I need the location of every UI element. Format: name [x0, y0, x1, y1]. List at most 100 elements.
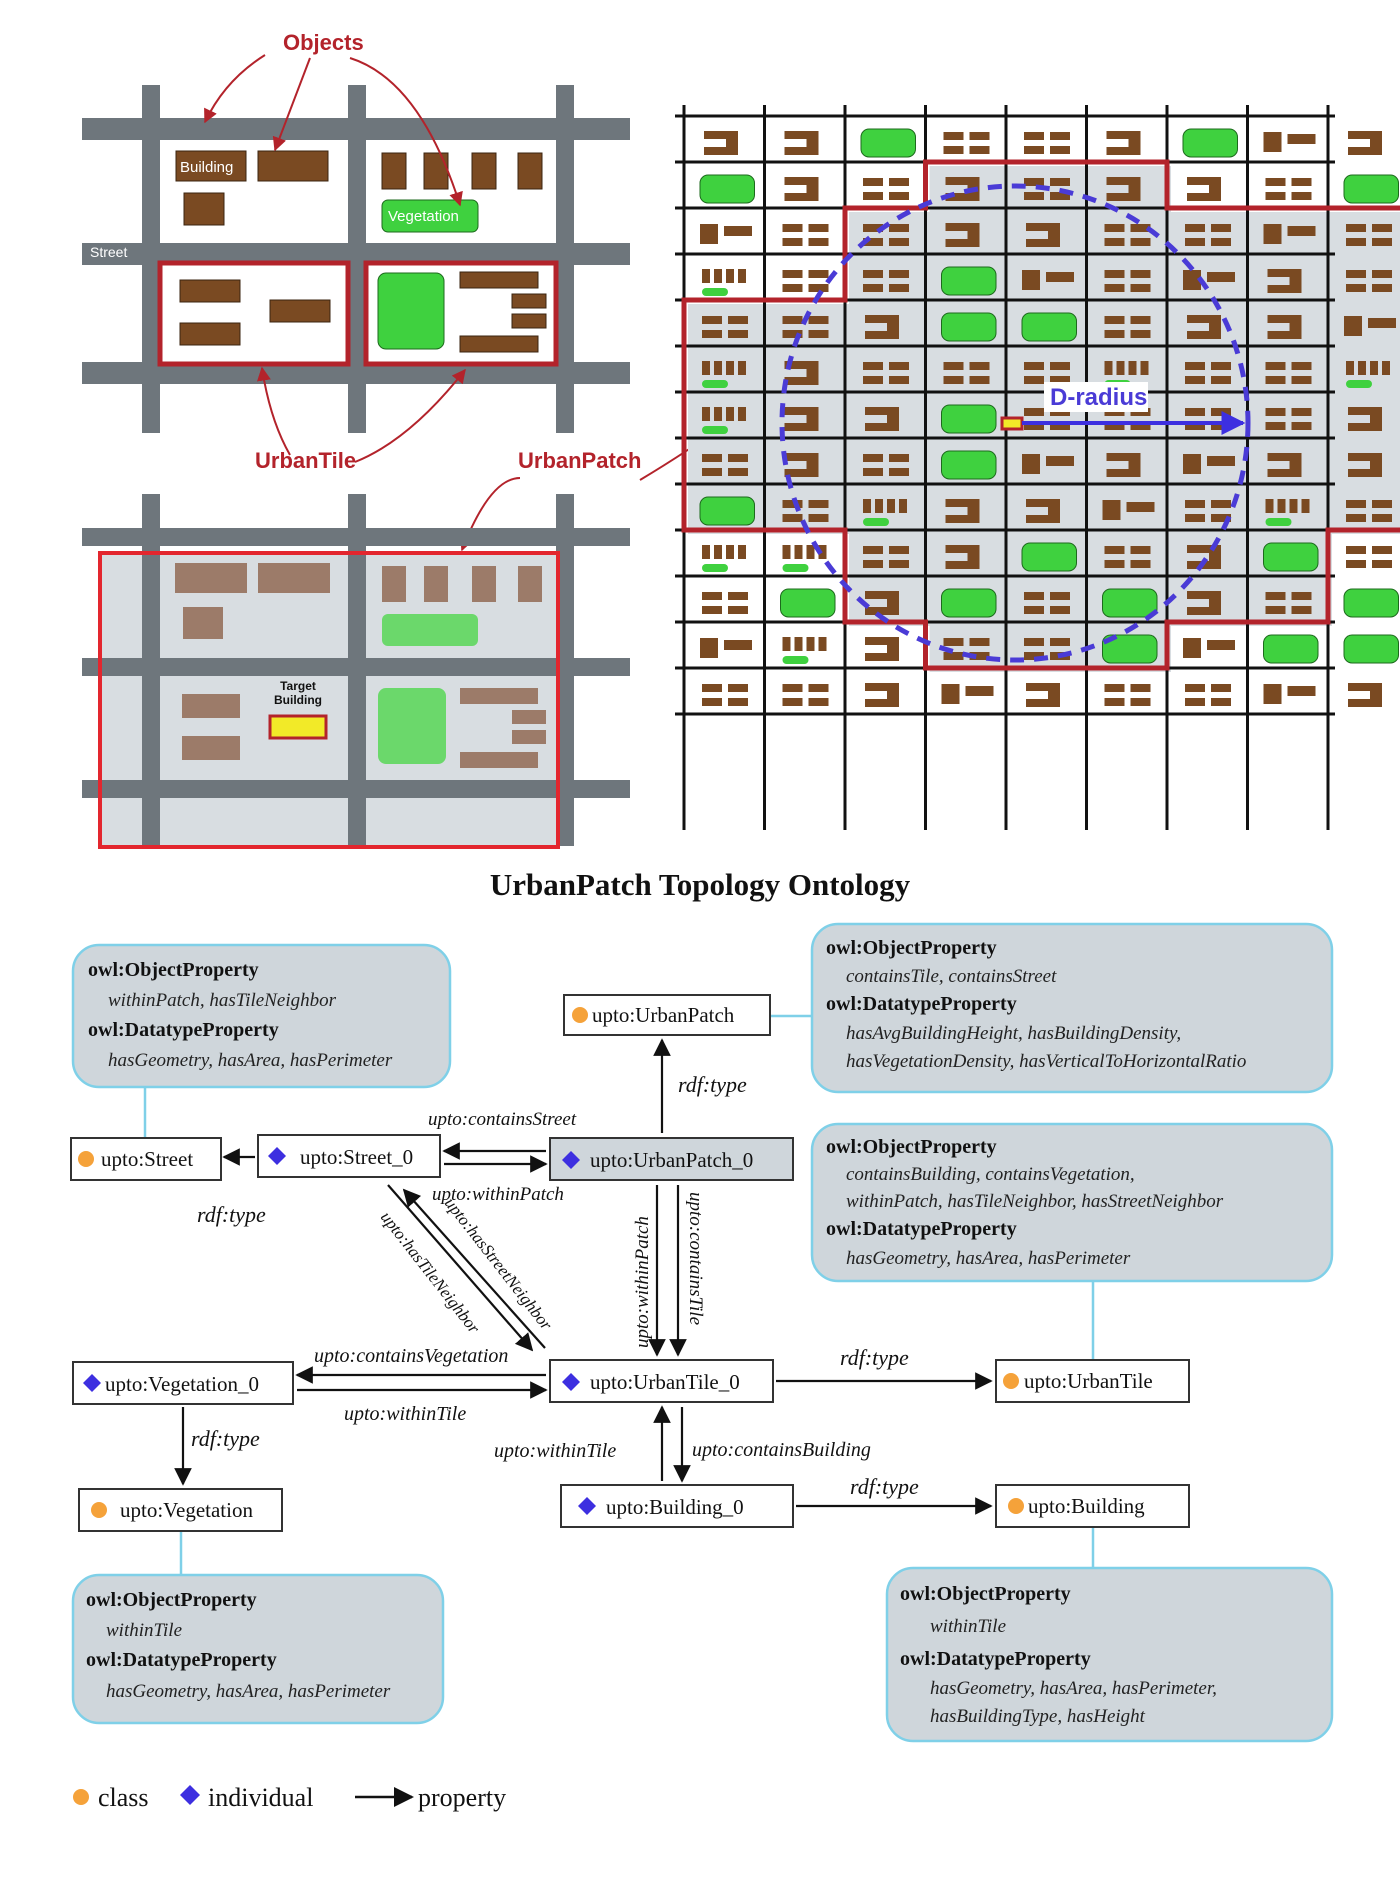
building-footprint: [782, 330, 803, 338]
vegetation-patch: [702, 564, 728, 572]
building-footprint: [1263, 132, 1282, 152]
vegetation-patch: [941, 588, 997, 618]
annotation-text: containsTile, containsStreet: [846, 966, 1057, 987]
annotation-text: withinTile: [106, 1620, 182, 1641]
building-footprint: [808, 316, 829, 324]
building-footprint: [863, 546, 883, 554]
edge-has-street-neighbor: [402, 1188, 546, 1349]
building-footprint: [738, 545, 746, 559]
building-footprint: [423, 152, 449, 190]
building-footprint: [1104, 422, 1125, 430]
building-footprint: [1026, 499, 1060, 507]
building-footprint: [794, 545, 803, 559]
building-footprint: [1187, 607, 1221, 615]
annotation-heading: owl:DatatypeProperty: [826, 1218, 1017, 1240]
building-footprint: [1372, 500, 1392, 508]
building-footprint: [863, 238, 883, 246]
patch-tile: [1090, 258, 1171, 304]
building-footprint: [728, 330, 748, 338]
legend-class-label: class: [98, 1783, 149, 1812]
building-footprint: [1024, 408, 1044, 416]
patch-tile: [1090, 304, 1171, 350]
building-footprint: [700, 224, 718, 244]
building-footprint: [889, 238, 909, 246]
building-footprint: [460, 688, 538, 704]
annotation-text: hasBuildingType, hasHeight: [930, 1706, 1146, 1727]
building-footprint: [1265, 192, 1286, 200]
building-footprint: [738, 361, 746, 375]
building-footprint: [1185, 514, 1205, 522]
building-footprint: [887, 645, 899, 653]
edge-has-tile-neighbor: [387, 1184, 534, 1352]
building-footprint: [1211, 500, 1231, 508]
patch-tile: [768, 304, 849, 350]
building-footprint: [1289, 461, 1302, 469]
building-footprint: [1130, 560, 1151, 568]
building-footprint: [1104, 224, 1125, 232]
building-footprint: [1128, 139, 1141, 147]
building-footprint: [945, 499, 980, 507]
patch-tile: [1332, 396, 1400, 442]
patch-tile: [1010, 626, 1091, 672]
building-footprint: [1106, 147, 1141, 155]
building-footprint: [969, 376, 990, 384]
annotation-street: owl:ObjectProperty withinPatch, hasTileN…: [71, 943, 452, 1089]
building-footprint: [512, 730, 546, 744]
building-footprint: [182, 694, 240, 718]
annotation-urbanpatch: owl:ObjectProperty containsTile, contain…: [810, 922, 1334, 1094]
d-radius-circle: [779, 183, 1251, 663]
building-footprint: [945, 239, 980, 247]
building-footprint: [784, 361, 819, 369]
building-footprint: [818, 637, 827, 651]
building-footprint: [1265, 376, 1286, 384]
building-footprint: [1140, 361, 1149, 375]
building-footprint: [806, 369, 819, 377]
building-label: Building: [180, 159, 233, 176]
patch-tile: [929, 350, 1010, 396]
building-footprint: [808, 238, 829, 246]
building-footprint: [1287, 686, 1316, 696]
building-footprint: [1050, 606, 1070, 614]
building-footprint: [1050, 422, 1070, 430]
building-footprint: [1024, 146, 1044, 154]
building-footprint: [1130, 684, 1151, 692]
node-urbanpatch-class: upto:UrbanPatch: [563, 994, 771, 1036]
building-footprint: [183, 192, 225, 226]
building-footprint: [1130, 330, 1151, 338]
building-footprint: [182, 736, 240, 760]
building-footprint: [943, 362, 964, 370]
edge-label: rdf:type: [197, 1202, 266, 1227]
building-footprint: [889, 376, 909, 384]
edge-label: upto:containsVegetation: [314, 1345, 508, 1367]
building-footprint: [782, 224, 803, 232]
building-footprint: [1291, 376, 1312, 384]
building-footprint: [472, 566, 496, 602]
building-footprint: [889, 454, 909, 462]
building-footprint: [865, 653, 899, 661]
building-footprint: [1348, 699, 1382, 707]
building-footprint: [714, 407, 722, 421]
building-footprint: [1130, 422, 1151, 430]
building-footprint: [889, 362, 909, 370]
building-footprint: [382, 566, 406, 602]
building-footprint: [1187, 315, 1221, 323]
building-footprint: [702, 606, 722, 614]
building-footprint: [889, 560, 909, 568]
building-footprint: [863, 270, 883, 278]
edge-label: upto:containsStreet: [428, 1109, 577, 1130]
individual-marker: [83, 1374, 101, 1392]
building-footprint: [702, 454, 722, 462]
building-footprint: [889, 224, 909, 232]
building-footprint: [1104, 316, 1125, 324]
building-footprint: [728, 454, 748, 462]
building-footprint: [808, 330, 829, 338]
annotation-heading: owl:ObjectProperty: [88, 959, 259, 981]
building-footprint: [1291, 192, 1312, 200]
individual-marker: [268, 1147, 286, 1165]
building-footprint: [728, 468, 748, 476]
vegetation-patch: [699, 496, 755, 526]
building-footprint: [726, 545, 734, 559]
building-footprint: [782, 545, 791, 559]
building-footprint: [782, 238, 803, 246]
building-footprint: [1130, 284, 1151, 292]
